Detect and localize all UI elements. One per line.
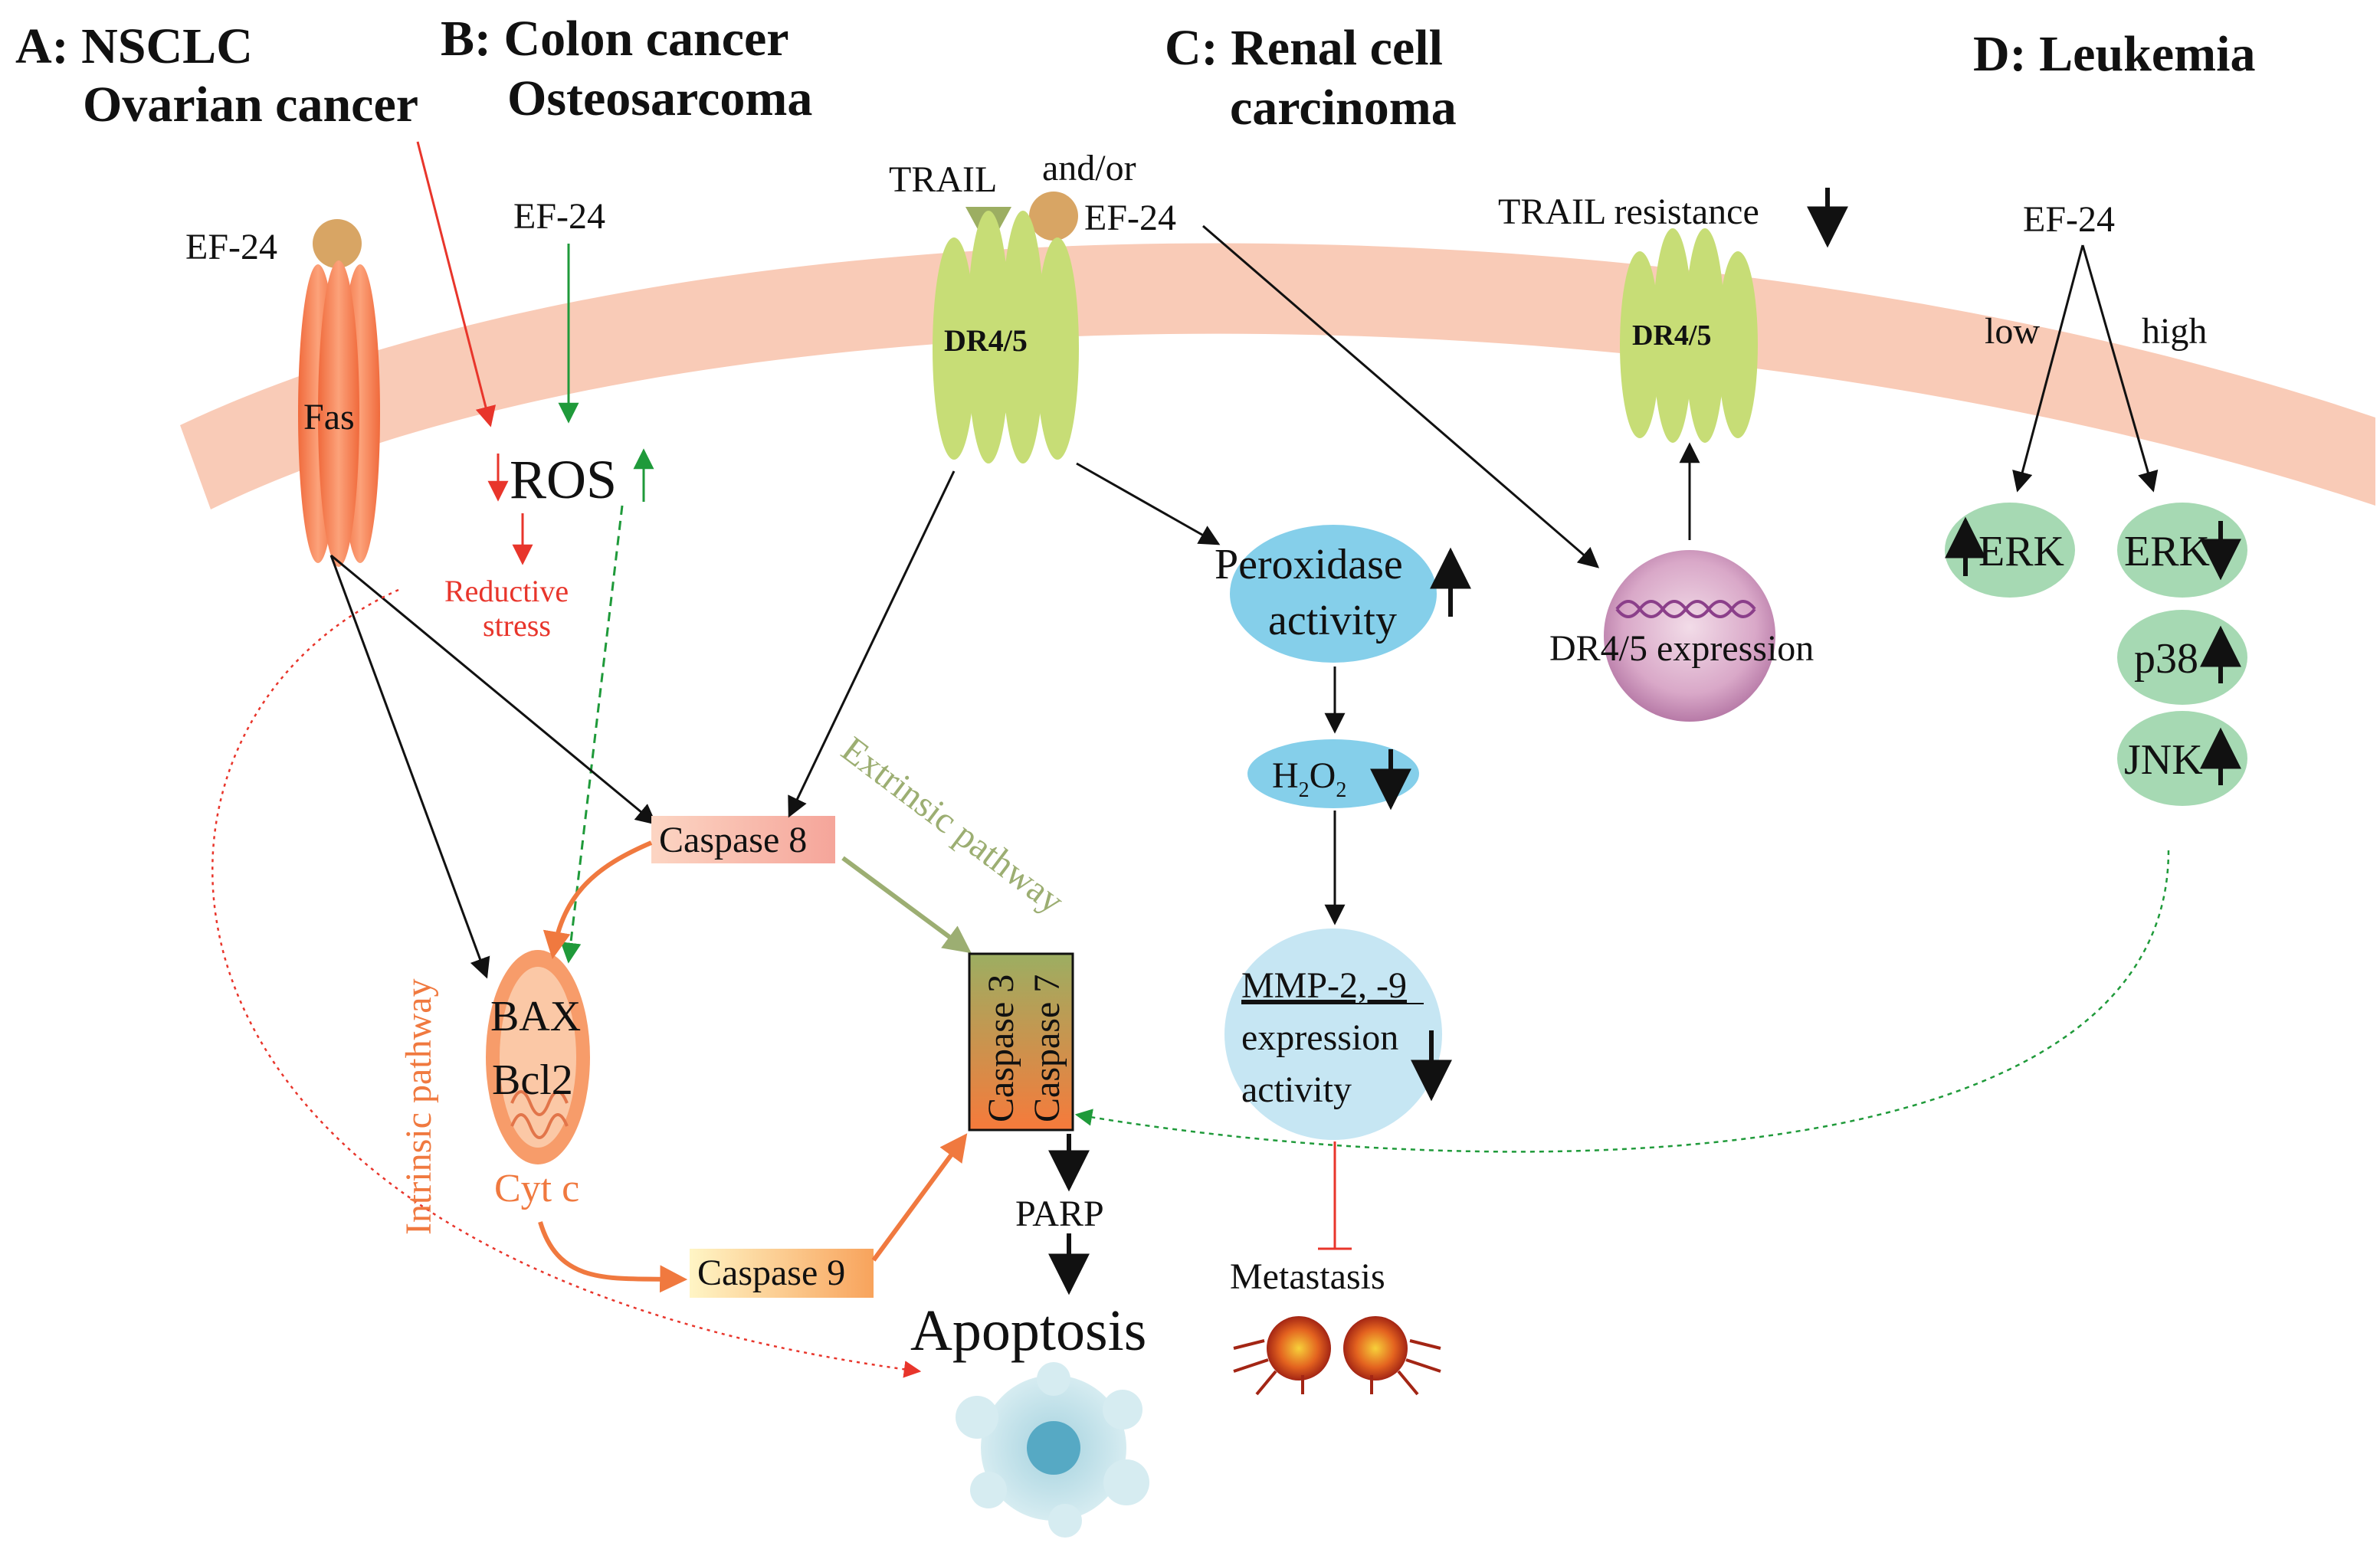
caspase-3-label: Caspase 3 (981, 974, 1021, 1122)
caspase-9-label: Caspase 9 (697, 1253, 845, 1293)
header-d: D: Leukemia (1973, 26, 2255, 82)
ef24-label-leukemia: EF-24 (2023, 199, 2115, 240)
cell-membrane (180, 243, 2375, 509)
arrow-caspase9-to-caspase37 (871, 1133, 968, 1262)
caspase-3-7-box (968, 952, 1074, 1132)
dr45-receptor-left (933, 211, 1079, 463)
dr45-expression-nucleus (1604, 550, 1775, 722)
caspase-7-label: Caspase 7 (1027, 974, 1067, 1122)
header-b-line2: Osteosarcoma (507, 70, 812, 126)
high-label: high (2142, 311, 2207, 352)
caspase-9-box (690, 1249, 874, 1298)
bcl2-label: Bcl2 (492, 1056, 573, 1104)
header-b-line1: B: Colon cancer (441, 11, 789, 67)
arrow-caspase8-to-caspase37 (841, 856, 972, 954)
fas-receptor (298, 260, 380, 567)
erk-high-label: ERK (2124, 528, 2210, 575)
arrow-dr-to-caspase8 (788, 470, 956, 818)
arrow-ef24-to-dr-expression (1202, 224, 1600, 568)
intrinsic-pathway-label: Intrinsic pathway (398, 978, 439, 1235)
arrow-dr-to-peroxidase (1076, 462, 1221, 545)
ef24-ligand-dr (1029, 192, 1078, 241)
trail-resistance-label: TRAIL resistance (1498, 192, 1759, 232)
header-c-line1: C: Renal cell (1165, 20, 1443, 76)
metastasis-label: Metastasis (1230, 1256, 1385, 1297)
low-label: low (1985, 311, 2040, 352)
and-or-label: and/or (1042, 148, 1136, 188)
dr45-receptor-right (1620, 228, 1758, 443)
arrow-a-to-ros (416, 141, 497, 427)
erk-low-label: ERK (1978, 528, 2064, 575)
jnk-label: JNK (2124, 736, 2203, 784)
reductive-stress-line2: stress (483, 608, 551, 643)
ef24-label-dr: EF-24 (1084, 198, 1176, 238)
dr45-left-label: DR4/5 (944, 323, 1028, 358)
extrinsic-pathway-label: Extrinsic pathway (834, 729, 1071, 922)
dr45-right-label: DR4/5 (1632, 319, 1711, 352)
trail-label: TRAIL (889, 159, 997, 200)
reductive-stress-line1: Reductive (444, 574, 569, 608)
dr45-expression-label: DR4/5 expression (1549, 628, 1814, 669)
arrow-ef24-low (2012, 244, 2084, 493)
parp-label: PARP (1015, 1194, 1104, 1234)
arrow-fas-to-mito (329, 555, 490, 979)
mmp-node (1224, 929, 1442, 1140)
arrow-reductive-to-apoptosis (211, 588, 922, 1378)
ros-label: ROS (510, 449, 617, 510)
peroxidase-node (1230, 525, 1437, 663)
header-a-line2: Ovarian cancer (83, 77, 418, 133)
ef24-label-fas: EF-24 (185, 227, 277, 267)
mmp-line3: activity (1241, 1069, 1352, 1110)
peroxidase-line2: activity (1268, 597, 1397, 644)
mmp-line2: expression (1241, 1017, 1398, 1058)
arrow-fas-to-caspase8 (330, 554, 657, 825)
mitochondrion (486, 950, 590, 1164)
header-c-line2: carcinoma (1230, 80, 1457, 136)
ef24-label-ros: EF-24 (513, 196, 605, 237)
h2o2-label: H2O2 (1272, 755, 1346, 802)
header-a-line1: A: NSCLC (15, 18, 253, 74)
cytc-label: Cyt c (494, 1167, 579, 1210)
arrow-cytc-to-caspase9 (538, 1221, 688, 1293)
mmp-line1: MMP-2, -9 (1241, 965, 1407, 1006)
arrow-caspase8-to-mito (543, 840, 653, 960)
apoptotic-cell-icon (956, 1362, 1149, 1538)
arrow-ef24-high (2081, 244, 2159, 493)
caspase-8-label: Caspase 8 (659, 820, 807, 860)
ef24-ligand-fas (313, 219, 362, 268)
p38-label: p38 (2134, 635, 2198, 683)
dna-icon (1615, 600, 1756, 618)
fas-label: Fas (303, 397, 355, 437)
apoptosis-label: Apoptosis (910, 1299, 1146, 1363)
metastasis-cell-icon (1233, 1316, 1441, 1396)
bax-label: BAX (490, 993, 581, 1040)
caspase-8-box (651, 816, 835, 863)
peroxidase-line1: Peroxidase (1215, 541, 1403, 588)
